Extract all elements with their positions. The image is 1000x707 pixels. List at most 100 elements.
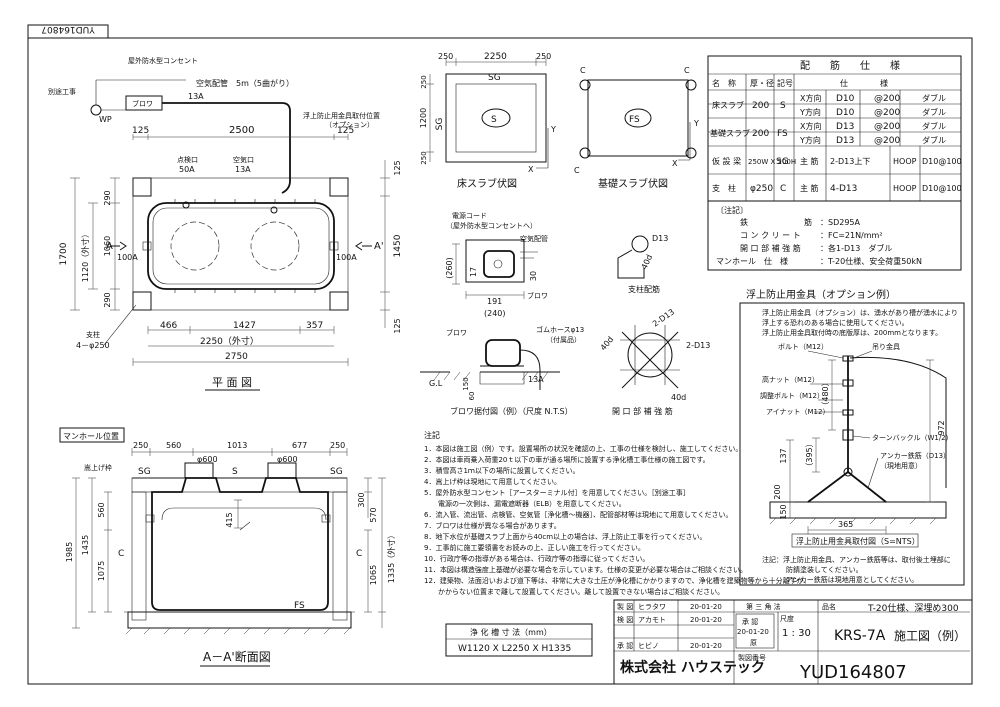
row-thk: 200 <box>752 129 769 139</box>
dim: 300 <box>357 492 366 507</box>
c-mark: C <box>684 66 690 75</box>
blower-label: ブロワ <box>446 328 467 337</box>
dim: 1013 <box>227 441 247 450</box>
note-line: 8．地下水位が基礎スラブ上面から40cm以上の場合は、浮上防止工事を行ってくださ… <box>424 532 706 541</box>
spec-title: 配 筋 仕 様 <box>800 59 900 72</box>
scale-value: 1 : 30 <box>782 628 811 639</box>
dim: 250 <box>536 52 551 61</box>
floor-slab-plan: S 250 2250 250 SG SG 250 1200 250 X Y 床ス… <box>419 52 556 190</box>
dim: 2750 <box>225 352 248 362</box>
dim: 365 <box>838 520 853 529</box>
manhole-circle <box>250 221 300 271</box>
dim: 415 <box>225 512 234 527</box>
s-mark: S <box>232 467 238 477</box>
note-line: 1．本図は施工図（例）です。設置場所の状況を確認の上、工事の仕様を検討し、施工し… <box>424 444 742 453</box>
note-key: 鉄 筋 <box>740 217 812 227</box>
note-line: 10．行政庁等の指導がある場合は、行政庁等の指導に従ってください。 <box>424 554 649 563</box>
sig-name: アカモト <box>638 616 666 624</box>
slab-outline <box>132 177 349 311</box>
dim: 250 <box>420 75 428 88</box>
note-line: 2．本図は車両乗入荷重20ｔ以下の車が通る場所に設置する浄化槽工事仕様の施工図で… <box>424 455 710 464</box>
outdoor-outlet-label: 屋外防水型コンセント <box>128 56 198 65</box>
pillar <box>329 177 349 197</box>
outdoor-outlet-icon <box>90 104 102 116</box>
col-head: 名 称 <box>712 78 736 88</box>
blower-detail-title: ブロワ据付図（例）（尺度 N.T.S） <box>450 406 573 416</box>
sig-role: 検 図 <box>617 615 633 624</box>
section-title: A－A'断面図 <box>203 649 271 664</box>
projection-label: 第 三 角 法 <box>746 602 781 611</box>
note-line: 4．嵩上げ枠は現地にて用意してください。 <box>424 477 561 486</box>
dim: 40d <box>671 393 686 402</box>
option-label: （オプション） <box>325 121 374 129</box>
note-val: 各1-D13 ダブル <box>828 243 892 253</box>
wp-label: WP <box>99 115 112 124</box>
dim: 1427 <box>233 321 256 331</box>
cell: ダブル <box>922 135 946 145</box>
float-title: 浮上防止用金具（オプション例） <box>746 288 896 301</box>
row-sym: FS <box>777 129 788 139</box>
inspection-port-size: 50A <box>179 165 195 174</box>
dim: 60 <box>468 392 476 401</box>
notes-title: 注記 <box>424 430 440 440</box>
section-mark-a2: A' <box>374 241 384 252</box>
adj-bolt-label: 調整ボルト（M12） <box>760 391 824 400</box>
notes-title: 〔注記〕 <box>716 205 748 215</box>
stamp-top: 承 認 <box>742 617 758 626</box>
hose-attached: （付属品） <box>546 335 581 344</box>
inspection-port-label: 点検口 <box>177 155 198 164</box>
pipe-size: 13A <box>528 375 544 384</box>
dim: 250 <box>438 52 453 61</box>
float-note: 注記：浮上防止用金具、アンカー鉄筋等は、取付後土埋部に <box>762 555 951 564</box>
stamp-name: 原 <box>750 639 757 647</box>
row-name: 仮 設 梁 <box>712 156 741 166</box>
sig-role: 承 認 <box>617 641 633 650</box>
inlet-size: 100A <box>117 253 138 262</box>
foundation-slab-title: 基礎スラブ伏図 <box>598 177 668 190</box>
note-sep: ： <box>820 244 828 253</box>
sig-date: 20-01-20 <box>690 642 722 650</box>
cell: D13 <box>836 136 854 146</box>
axis-x: X <box>528 165 534 174</box>
fs-mark: FS <box>629 115 640 125</box>
float-note: 防錆塗装してください。 <box>786 565 863 574</box>
c-mark: C <box>580 66 586 75</box>
float-desc: 浮上防止用金具（オプション）は、湧水があり槽が湧水により <box>762 308 958 317</box>
c-mark: C <box>118 549 124 559</box>
dim: (240) <box>484 309 506 318</box>
air-pipe <box>162 102 291 194</box>
dim: 1120（外寸） <box>80 230 90 282</box>
axis-y: Y <box>550 125 556 134</box>
cell: HOOP <box>893 184 917 193</box>
blower-label: ブロワ <box>132 99 153 108</box>
cell: D10@100 <box>922 157 962 166</box>
air-pipe-label: 空気配管 5m（5曲がり） <box>196 78 294 88</box>
sg-side: SG <box>435 118 445 131</box>
model-name: KRS-7A <box>834 628 886 644</box>
float-desc: 浮上防止用金具取付時の底版厚は、200mmとなります。 <box>762 328 942 337</box>
note-sep: ： <box>820 257 828 266</box>
cord-label2: （屋外防水型コンセントへ） <box>446 221 537 230</box>
pillar-detail-title: 支柱配筋 <box>628 284 660 294</box>
manhole-pos-label: マンホール位置 <box>63 431 119 441</box>
dim: 150 <box>779 504 788 519</box>
note-val: FC=21N/mm² <box>828 231 883 240</box>
dim: （395） <box>805 439 814 470</box>
rebar-size: 2-D13 <box>651 307 676 328</box>
axis-x: X <box>672 159 678 168</box>
dim: 250 <box>420 151 428 164</box>
note-sep: ： <box>820 231 828 240</box>
cell: 主 筋 <box>800 183 819 193</box>
col-head: 厚・径 <box>750 78 774 88</box>
gl-label: G.L <box>429 379 443 388</box>
air-pipe-size: 13A <box>188 92 204 101</box>
dim: 250 <box>133 441 148 450</box>
cell: 主 筋 <box>800 156 819 166</box>
manhole-circle <box>170 221 220 271</box>
anchor-label: アンカー鉄筋（D13） <box>880 451 950 460</box>
dim: 125 <box>132 126 149 136</box>
sg-label: SG <box>488 73 501 83</box>
dim: 290 <box>103 292 112 307</box>
note-line: 7．ブロワは仕様が異なる場合があります。 <box>424 521 561 530</box>
